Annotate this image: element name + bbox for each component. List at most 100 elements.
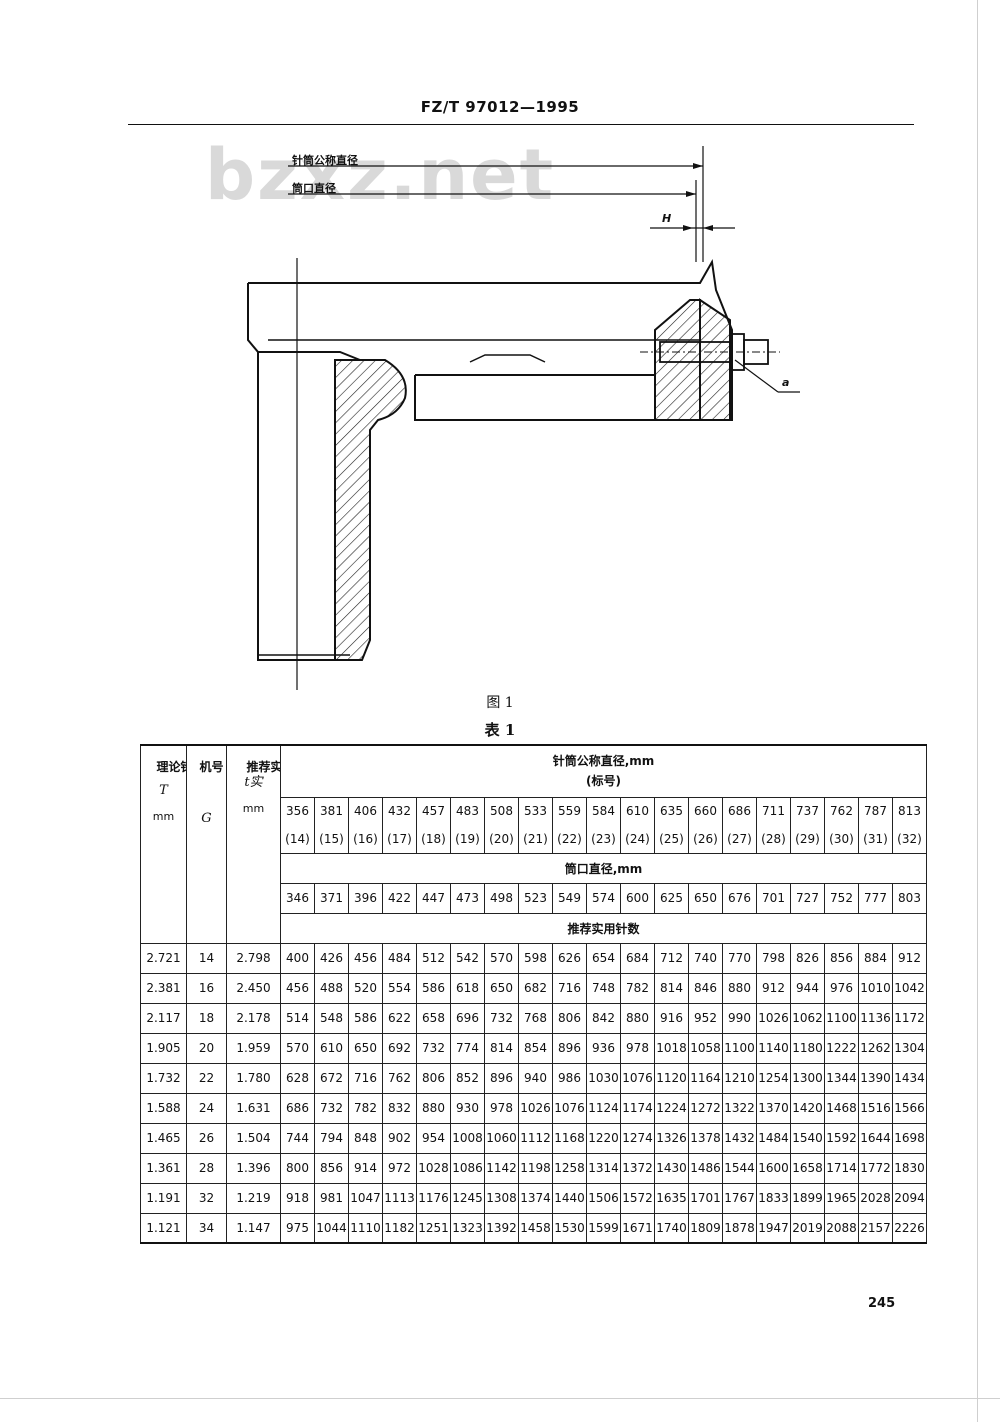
needle-count-cell: 1965 xyxy=(824,1182,859,1214)
needle-count-cell: 484 xyxy=(382,942,417,974)
nominal-diameter-cell: 635 xyxy=(654,796,689,825)
needle-count-cell: 1314 xyxy=(586,1152,621,1184)
needle-count-cell: 548 xyxy=(314,1002,349,1034)
nominal-diameter-cell: 711 xyxy=(756,796,791,825)
recommended-pitch-cell: 2.798 xyxy=(226,942,281,974)
nominal-code-cell: (28) xyxy=(756,825,791,854)
needle-count-cell: 981 xyxy=(314,1182,349,1214)
mouth-diameter-cell: 523 xyxy=(518,882,553,914)
nominal-code-cell: (22) xyxy=(552,825,587,854)
needle-count-cell: 1767 xyxy=(722,1182,757,1214)
mouth-diameter-cell: 346 xyxy=(280,882,315,914)
needle-count-cell: 672 xyxy=(314,1062,349,1094)
needle-count-cell: 986 xyxy=(552,1062,587,1094)
pitch-unit: mm xyxy=(152,810,175,823)
needle-count-cell: 1140 xyxy=(756,1032,791,1064)
nominal-code-cell: (16) xyxy=(348,825,383,854)
needle-count-cell: 1432 xyxy=(722,1122,757,1154)
nominal-diameter-cell: 762 xyxy=(824,796,859,825)
mouth-diameter-cell: 803 xyxy=(892,882,927,914)
needle-count-cell: 1262 xyxy=(858,1032,893,1064)
nominal-code-cell: (25) xyxy=(654,825,689,854)
header-rule xyxy=(128,124,914,125)
needle-count-cell: 1322 xyxy=(722,1092,757,1124)
needle-count-cell: 626 xyxy=(552,942,587,974)
nominal-code-cell: (29) xyxy=(790,825,825,854)
mouth-diameter-cell: 473 xyxy=(450,882,485,914)
needle-count-cell: 1086 xyxy=(450,1152,485,1184)
mouth-diameter-cell: 574 xyxy=(586,882,621,914)
needle-count-cell: 918 xyxy=(280,1182,315,1214)
pitch-header: 理论针距 T mm xyxy=(140,744,187,944)
needle-count-cell: 684 xyxy=(620,942,655,974)
needle-count-cell: 1047 xyxy=(348,1182,383,1214)
needle-count-cell: 744 xyxy=(280,1122,315,1154)
nominal-code-cell: (17) xyxy=(382,825,417,854)
needle-count-cell: 1182 xyxy=(382,1212,417,1244)
needle-count-cell: 846 xyxy=(688,972,723,1004)
needle-count-cell: 1809 xyxy=(688,1212,723,1244)
needle-count-cell: 1136 xyxy=(858,1002,893,1034)
needle-count-cell: 806 xyxy=(416,1062,451,1094)
needle-count-cell: 514 xyxy=(280,1002,315,1034)
mouth-diameter-cell: 447 xyxy=(416,882,451,914)
gauge-cell: 14 xyxy=(186,942,227,974)
needle-count-cell: 1112 xyxy=(518,1122,553,1154)
mouth-diameter-cell: 371 xyxy=(314,882,349,914)
needle-count-cell: 2157 xyxy=(858,1212,893,1244)
needle-count-cell: 1042 xyxy=(892,972,927,1004)
needle-count-cell: 1370 xyxy=(756,1092,791,1124)
standard-number: FZ/T 97012—1995 xyxy=(420,98,580,116)
needle-count-cell: 826 xyxy=(790,942,825,974)
needle-count-cell: 1566 xyxy=(892,1092,927,1124)
needle-count-cell: 650 xyxy=(348,1032,383,1064)
nominal-diameter-header: 针筒公称直径,mm (标号) xyxy=(280,744,927,798)
nominal-code-cell: (19) xyxy=(450,825,485,854)
needle-count-cell: 1635 xyxy=(654,1182,689,1214)
needle-count-cell: 716 xyxy=(552,972,587,1004)
gauge-cell: 24 xyxy=(186,1092,227,1124)
nominal-diameter-cell: 432 xyxy=(382,796,417,825)
mouth-diameter-cell: 650 xyxy=(688,882,723,914)
nominal-diameter-label: 针筒公称直径 xyxy=(292,154,358,167)
needle-count-cell: 426 xyxy=(314,942,349,974)
pitch-cell: 1.361 xyxy=(140,1152,187,1184)
needle-count-cell: 1008 xyxy=(450,1122,485,1154)
recommended-pitch-unit: mm xyxy=(242,802,265,815)
mouth-diameter-label: 筒口直径 xyxy=(292,182,336,195)
needle-count-cell: 1245 xyxy=(450,1182,485,1214)
pitch-cell: 1.465 xyxy=(140,1122,187,1154)
needle-count-cell: 554 xyxy=(382,972,417,1004)
needle-count-cell: 740 xyxy=(688,942,723,974)
needle-count-cell: 1344 xyxy=(824,1062,859,1094)
needle-count-cell: 732 xyxy=(314,1092,349,1124)
needle-count-cell: 400 xyxy=(280,942,315,974)
nominal-diameter-title: 针筒公称直径,mm xyxy=(552,754,655,769)
mouth-diameter-cell: 498 xyxy=(484,882,519,914)
needle-count-cell: 1308 xyxy=(484,1182,519,1214)
needle-count-cell: 1120 xyxy=(654,1062,689,1094)
needle-count-cell: 1540 xyxy=(790,1122,825,1154)
nominal-diameter-cell: 457 xyxy=(416,796,451,825)
needle-count-cell: 768 xyxy=(518,1002,553,1034)
needle-count-cell: 598 xyxy=(518,942,553,974)
needle-count-cell: 1110 xyxy=(348,1212,383,1244)
needle-count-cell: 806 xyxy=(552,1002,587,1034)
needle-count-cell: 832 xyxy=(382,1092,417,1124)
needle-count-cell: 1430 xyxy=(654,1152,689,1184)
nominal-code-cell: (15) xyxy=(314,825,349,854)
needle-count-cell: 628 xyxy=(280,1062,315,1094)
needle-count-cell: 1830 xyxy=(892,1152,927,1184)
cylinder-cross-section-drawing xyxy=(247,146,800,690)
nominal-code-cell: (14) xyxy=(280,825,315,854)
needle-count-cell: 1698 xyxy=(892,1122,927,1154)
needle-count-cell: 692 xyxy=(382,1032,417,1064)
nominal-code-cell: (18) xyxy=(416,825,451,854)
needle-count-cell: 716 xyxy=(348,1062,383,1094)
needle-count-cell: 842 xyxy=(586,1002,621,1034)
mouth-diameter-cell: 752 xyxy=(824,882,859,914)
needle-count-cell: 936 xyxy=(586,1032,621,1064)
